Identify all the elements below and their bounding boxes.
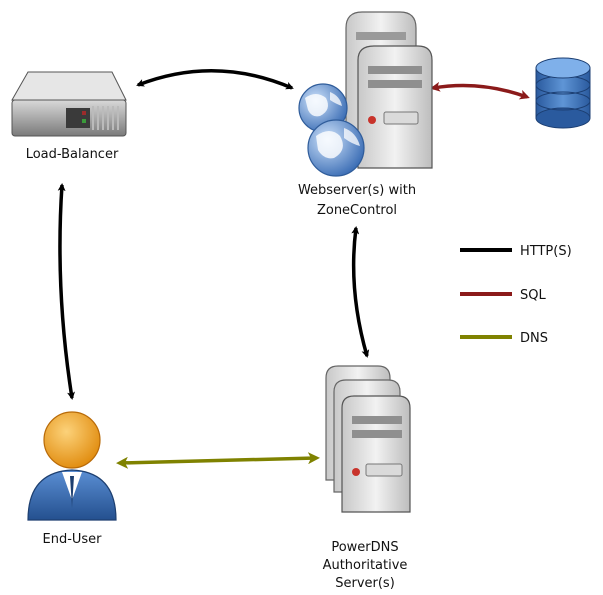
legend-label-dns: DNS (520, 331, 548, 346)
database-icon (535, 57, 591, 129)
powerdns-servers-icon (325, 365, 411, 513)
powerdns-label-line2: Authoritative (323, 558, 408, 573)
lb-webserver-http-connector (136, 68, 294, 90)
webserver-label-line2: ZoneControl (317, 203, 397, 218)
powerdns-label-line1: PowerDNS (331, 540, 398, 555)
webserver-icon (298, 11, 433, 177)
load-balancer-icon (11, 71, 127, 137)
webserver-db-sql-connector (430, 81, 530, 100)
load-balancer-label: Load-Balancer (26, 147, 119, 162)
globe-icon (307, 119, 365, 177)
end-user-icon (27, 411, 117, 521)
legend: HTTP(S) SQL DNS (460, 244, 572, 346)
lb-enduser-http-connector (57, 183, 76, 400)
powerdns-label-line3: Server(s) (335, 576, 395, 591)
legend-label-sql: SQL (520, 288, 546, 303)
webserver-label-line1: Webserver(s) with (298, 183, 416, 198)
legend-label-http: HTTP(S) (520, 244, 572, 259)
end-user-label: End-User (42, 532, 102, 547)
enduser-powerdns-dns-connector (116, 452, 320, 469)
webserver-powerdns-http-connector (351, 226, 370, 358)
